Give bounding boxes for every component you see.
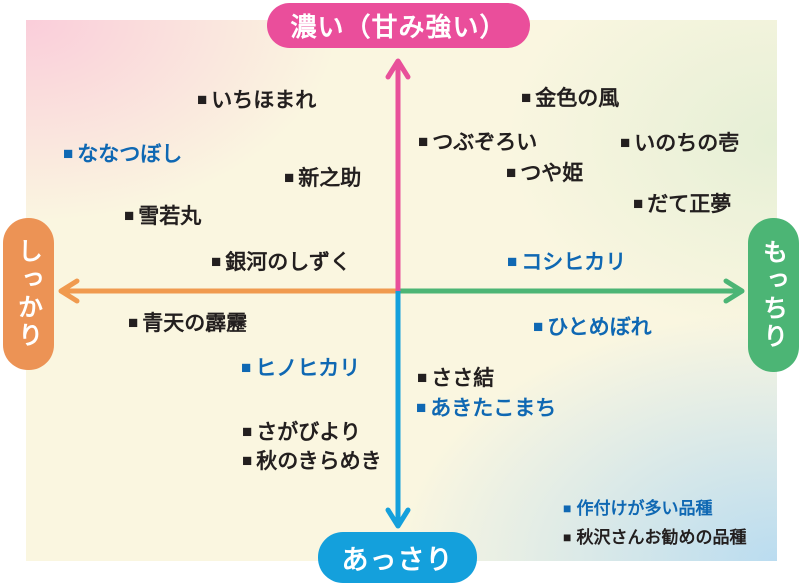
axis-label-firm: しっかり [3, 218, 54, 370]
variety-name: いちほまれ [211, 89, 317, 112]
variety-point-akitakomachi: ■あきたこまち [416, 396, 556, 421]
square-bullet-icon: ■ [284, 168, 295, 187]
variety-name: 青天の霹靂 [142, 312, 248, 335]
square-bullet-icon: ■ [241, 358, 252, 377]
square-bullet-icon: ■ [620, 133, 631, 152]
variety-name: 新之助 [298, 167, 362, 190]
variety-name: ヒノヒカリ [255, 357, 361, 380]
square-bullet-icon: ■ [197, 90, 208, 109]
square-bullet-icon: ■ [563, 500, 572, 516]
variety-point-ginganoshizuku: ■銀河のしずく [211, 250, 351, 275]
variety-point-hitomebore: ■ひとめぼれ [533, 315, 652, 340]
variety-point-tsubuzoroi: ■つぶぞろい [418, 130, 537, 155]
square-bullet-icon: ■ [211, 252, 222, 271]
square-bullet-icon: ■ [533, 317, 544, 336]
legend-label: 秋沢さんお勧めの品種 [576, 528, 747, 547]
variety-name: 秋のきらめき [256, 450, 382, 473]
variety-name: 雪若丸 [138, 205, 202, 228]
variety-point-sagabiyori: ■さがびより [242, 420, 361, 445]
variety-name: つや姫 [520, 162, 584, 185]
variety-point-sasamusubi: ■ささ結 [417, 366, 494, 391]
legend-label: 作付けが多い品種 [576, 499, 713, 518]
square-bullet-icon: ■ [124, 206, 135, 225]
variety-point-tsuyahime: ■つや姫 [506, 161, 583, 186]
square-bullet-icon: ■ [63, 144, 74, 163]
variety-name: ささ結 [431, 367, 495, 390]
chart-area-background [26, 20, 777, 561]
variety-name: だて正夢 [647, 193, 732, 216]
axis-label-light: あっさり [318, 532, 477, 583]
square-bullet-icon: ■ [506, 163, 517, 182]
square-bullet-icon: ■ [242, 451, 253, 470]
variety-point-ichihomare: ■いちほまれ [197, 88, 316, 113]
variety-point-kinironokaze: ■金色の風 [521, 86, 619, 111]
variety-point-shinnosuke: ■新之助 [284, 166, 361, 191]
square-bullet-icon: ■ [417, 368, 428, 387]
variety-point-datemasayume: ■だて正夢 [633, 192, 731, 217]
variety-name: ひとめぼれ [547, 316, 652, 339]
legend-item-recommended: ■秋沢さんお勧めの品種 [563, 523, 746, 552]
square-bullet-icon: ■ [563, 529, 572, 545]
square-bullet-icon: ■ [242, 422, 253, 441]
variety-name: 銀河のしずく [225, 251, 351, 274]
variety-point-hinohikari: ■ヒノヒカリ [241, 356, 360, 381]
variety-point-yukiwakamaru: ■雪若丸 [124, 204, 201, 229]
variety-name: ななつぼし [77, 143, 183, 166]
variety-point-akinokirameki: ■秋のきらめき [242, 449, 382, 474]
square-bullet-icon: ■ [633, 194, 644, 213]
variety-name: あきたこまち [430, 397, 557, 420]
variety-point-seitennohekireki: ■青天の霹靂 [128, 311, 247, 336]
axis-label-sticky: もっちり [748, 218, 799, 372]
square-bullet-icon: ■ [521, 88, 532, 107]
variety-point-nanatsuboshi: ■ななつぼし [63, 142, 182, 167]
square-bullet-icon: ■ [418, 132, 429, 151]
variety-point-inochinoichi: ■いのちの壱 [620, 131, 739, 156]
legend-item-widely-planted: ■作付けが多い品種 [563, 494, 746, 523]
variety-point-koshihikari: ■コシヒカリ [507, 250, 626, 275]
variety-name: コシヒカリ [521, 251, 627, 274]
variety-name: つぶぞろい [432, 131, 538, 154]
legend: ■作付けが多い品種 ■秋沢さんお勧めの品種 [563, 494, 746, 552]
variety-name: いのちの壱 [634, 132, 740, 155]
axis-label-rich-sweet: 濃い（甘み強い） [267, 3, 530, 48]
square-bullet-icon: ■ [128, 313, 139, 332]
square-bullet-icon: ■ [507, 252, 518, 271]
square-bullet-icon: ■ [416, 398, 427, 417]
variety-name: 金色の風 [535, 87, 620, 110]
variety-name: さがびより [256, 421, 361, 444]
